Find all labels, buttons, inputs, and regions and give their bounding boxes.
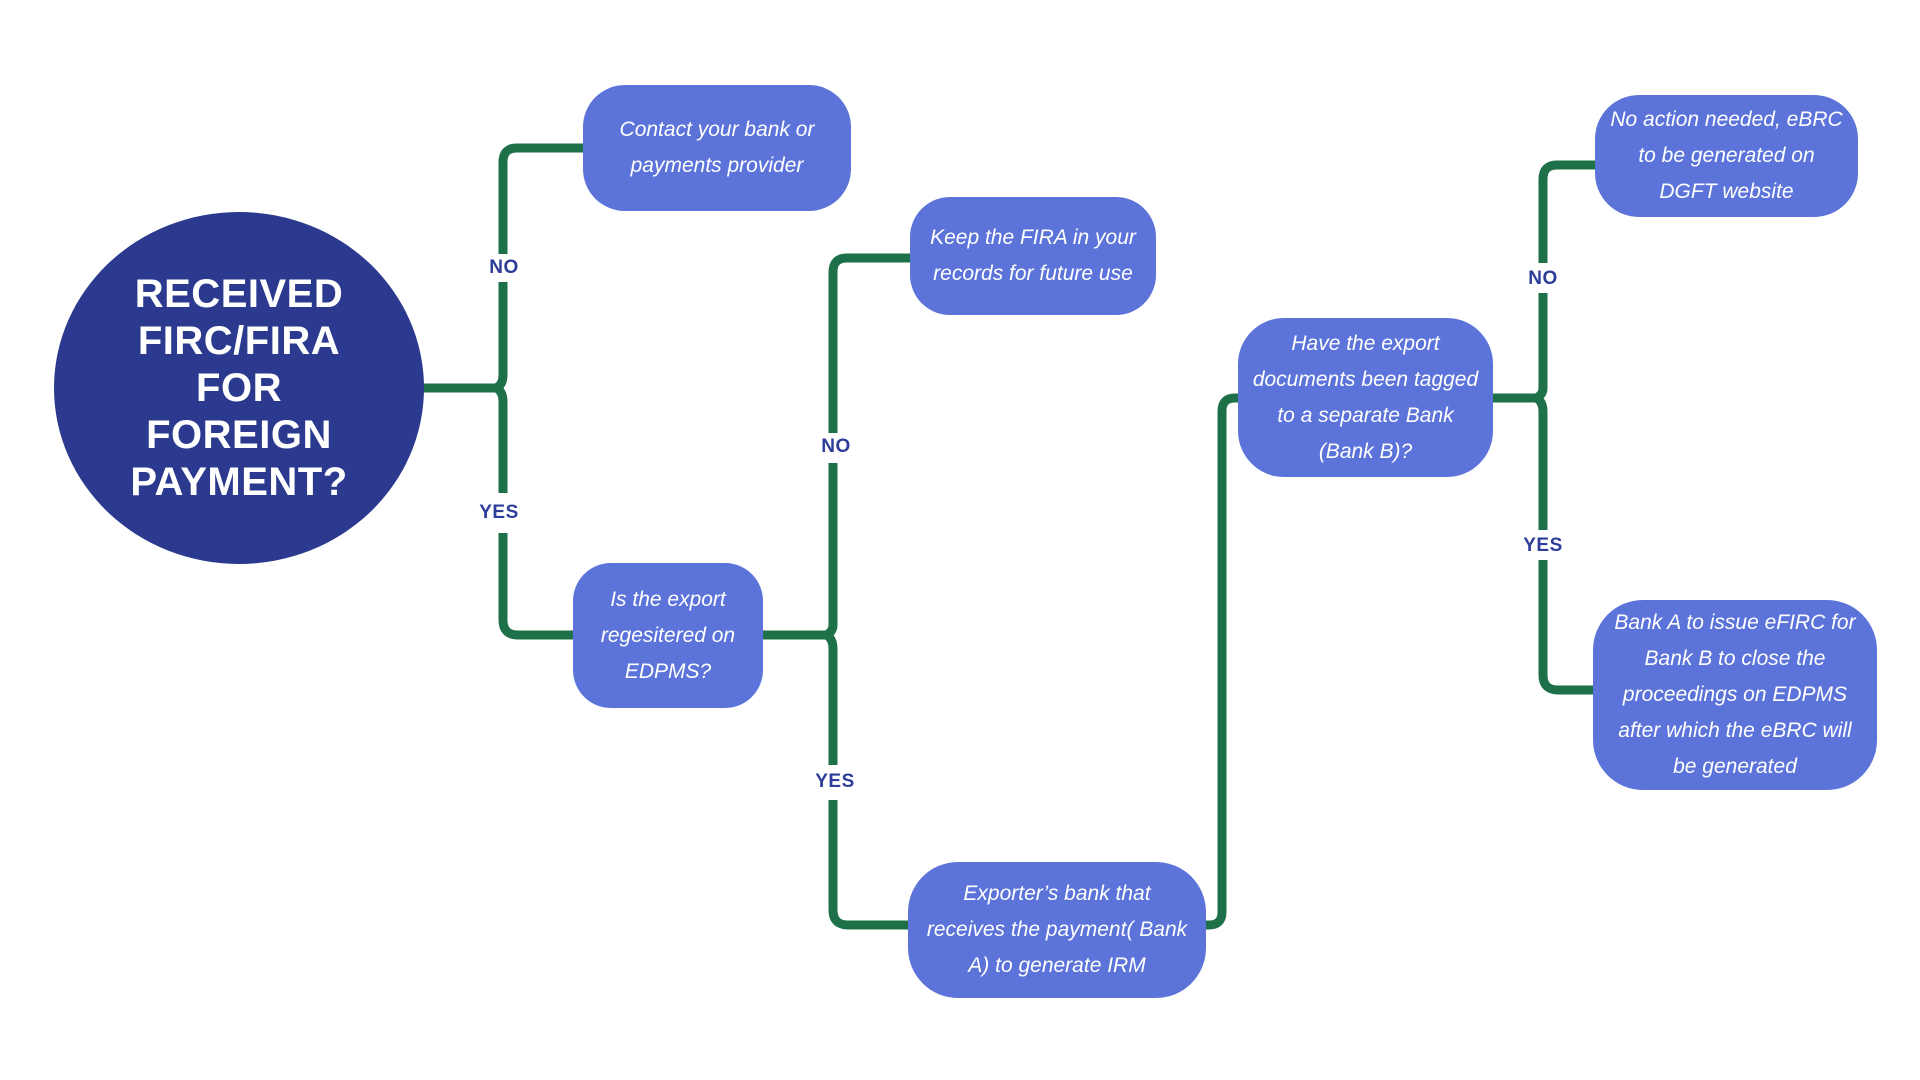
connector-root-yes-lower — [498, 533, 573, 640]
edge-label-tagged-no: NO — [1528, 268, 1558, 289]
connector-edpms-yes-lower — [828, 800, 908, 930]
connector-tagged-no-lower — [1534, 293, 1548, 403]
node-no-action-needed-text: No action needed, eBRC to be generated o… — [1610, 108, 1843, 203]
edge-label-edpms-yes: YES — [815, 771, 855, 792]
node-root-text: RECEIVED FIRC/FIRA FOR FOREIGN PAYMENT? — [130, 271, 348, 504]
connector-root-no-lower — [493, 282, 508, 393]
node-exporter-bank-irm-text: Exporter’s bank that receives the paymen… — [926, 882, 1188, 977]
edge-label-root-yes: YES — [479, 502, 519, 523]
connector-exporter-to-tagged — [1204, 393, 1240, 930]
edge-label-tagged-yes: YES — [1523, 535, 1563, 556]
node-exporter-bank-irm: Exporter’s bank that receives the paymen… — [908, 862, 1206, 998]
connector-edpms-yes-upper — [823, 630, 838, 765]
connector-edpms-no-upper — [828, 253, 910, 433]
connector-root-no-upper — [498, 143, 583, 254]
node-export-registered-question: Is the export regesitered on EDPMS? — [573, 563, 763, 708]
node-root-question: RECEIVED FIRC/FIRA FOR FOREIGN PAYMENT? — [54, 212, 424, 564]
connector-tagged-yes-lower — [1538, 560, 1593, 695]
node-export-registered-text: Is the export regesitered on EDPMS? — [600, 587, 736, 683]
connector-tagged-yes-upper — [1533, 393, 1548, 530]
node-contact-bank: Contact your bank or payments provider — [583, 85, 851, 211]
edge-label-root-no: NO — [489, 257, 519, 278]
node-keep-fira: Keep the FIRA in your records for future… — [910, 197, 1156, 315]
node-no-action-needed: No action needed, eBRC to be generated o… — [1595, 95, 1858, 217]
node-keep-fira-text: Keep the FIRA in your records for future… — [930, 226, 1136, 285]
node-contact-bank-text: Contact your bank or payments provider — [619, 118, 815, 177]
connector-root-yes-upper — [493, 383, 508, 493]
node-docs-tagged-question: Have the export documents been tagged to… — [1238, 318, 1493, 477]
node-docs-tagged-text: Have the export documents been tagged to… — [1252, 331, 1479, 463]
node-bank-a-efirc-text: Bank A to issue eFIRC for Bank B to clos… — [1614, 611, 1856, 778]
connector-tagged-no-upper — [1538, 160, 1595, 263]
edge-label-edpms-no: NO — [821, 436, 851, 457]
connector-edpms-no-lower — [824, 463, 838, 640]
node-bank-a-efirc: Bank A to issue eFIRC for Bank B to clos… — [1593, 600, 1877, 790]
